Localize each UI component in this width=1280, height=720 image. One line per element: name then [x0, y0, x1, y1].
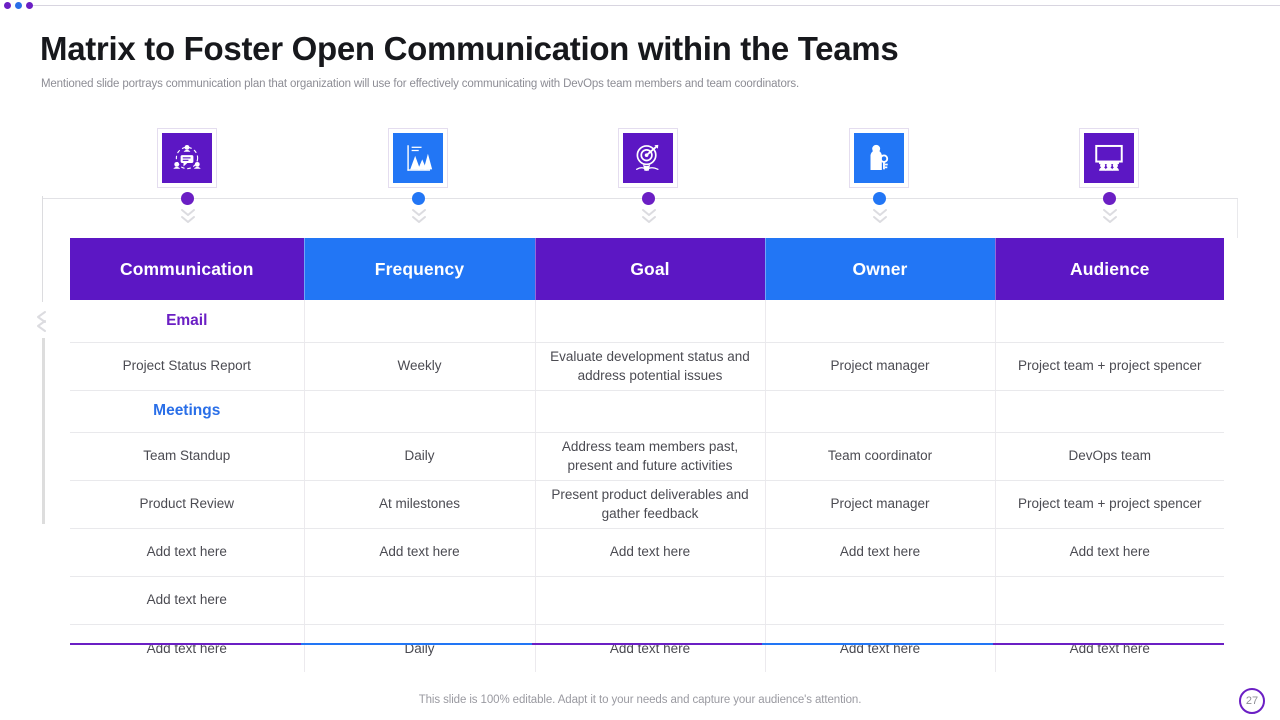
table-section-row: Email	[70, 300, 1224, 343]
window-dot-1	[4, 2, 11, 9]
table-cell[interactable]	[304, 390, 536, 433]
table-cell[interactable]: Add text here	[995, 528, 1224, 577]
left-chevron-icon	[31, 310, 51, 334]
table-cell[interactable]	[535, 390, 766, 433]
table-cell[interactable]: Project Status Report	[70, 342, 305, 391]
connector-node-1	[181, 192, 194, 205]
table-cell[interactable]	[304, 300, 536, 343]
table-cell[interactable]: Add text here	[304, 528, 536, 577]
underline-segment-4	[762, 643, 994, 645]
table-cell[interactable]: DevOps team	[995, 432, 1224, 481]
table-cell[interactable]: Add text here	[535, 528, 766, 577]
chevron-down-icon	[409, 208, 429, 226]
window-dot-3	[26, 2, 33, 9]
table-cell[interactable]: At milestones	[304, 480, 536, 529]
chevron-down-icon	[870, 208, 890, 226]
audience-presentation-icon	[1084, 133, 1134, 183]
section-label[interactable]: Meetings	[70, 390, 305, 433]
table-cell[interactable]: Team Standup	[70, 432, 305, 481]
table-cell[interactable]: Add text here	[70, 624, 305, 672]
table-cell[interactable]: Project team + project spencer	[995, 480, 1224, 529]
table-cell[interactable]: Add text here	[1069, 640, 1150, 656]
table-cell[interactable]: Address team members past, present and f…	[535, 432, 766, 481]
table-cell[interactable]	[995, 390, 1224, 433]
table-row: Add text here	[70, 576, 1224, 625]
icon-card-person-key-owner[interactable]	[849, 128, 909, 188]
top-rule	[30, 5, 1280, 6]
left-rail-top	[42, 196, 43, 302]
page-subtitle: Mentioned slide portrays communication p…	[41, 78, 800, 90]
window-dots	[4, 2, 33, 9]
icon-card-target-goal[interactable]	[618, 128, 678, 188]
table-cell[interactable]: Product Review	[70, 480, 305, 529]
connector-line	[42, 198, 1238, 199]
table-header-audience[interactable]: Audience	[995, 238, 1224, 300]
table-header-frequency[interactable]: Frequency	[304, 238, 536, 300]
page-number-badge: 27	[1239, 688, 1265, 714]
table-cell[interactable]: Present product deliverables and gather …	[535, 480, 766, 529]
table-header-communication[interactable]: Communication	[70, 238, 305, 300]
chevron-down-icon	[639, 208, 659, 226]
table-cell[interactable]	[765, 390, 996, 433]
icon-card-communication-network[interactable]	[157, 128, 217, 188]
target-goal-icon	[623, 133, 673, 183]
table-cell[interactable]	[535, 300, 766, 343]
underline-segment-3	[531, 643, 763, 645]
left-rail-bottom	[42, 338, 45, 524]
underline-segment-5	[993, 643, 1224, 645]
icon-card-bar-chart[interactable]	[388, 128, 448, 188]
table-cell[interactable]: Evaluate development status and address …	[535, 342, 766, 391]
underline-segment-1	[70, 643, 301, 645]
table-cell[interactable]: Add text here	[70, 528, 305, 577]
table-cell[interactable]	[304, 576, 536, 625]
icon-row	[0, 128, 1280, 190]
connector-node-4	[873, 192, 886, 205]
table-cell[interactable]: Project manager	[765, 342, 996, 391]
table-cell[interactable]: Daily	[304, 624, 536, 672]
table-cell[interactable]: Team coordinator	[765, 432, 996, 481]
chevron-down-icon	[178, 208, 198, 226]
table-cell[interactable]	[995, 576, 1224, 625]
table-section-row: Meetings	[70, 390, 1224, 433]
bar-chart-icon	[393, 133, 443, 183]
table-cell[interactable]: Project team + project spencer	[995, 342, 1224, 391]
connector-node-2	[412, 192, 425, 205]
table-underline	[70, 643, 1224, 645]
table-cell[interactable]	[995, 300, 1224, 343]
table-cell[interactable]: Weekly	[304, 342, 536, 391]
table-cell[interactable]	[765, 300, 996, 343]
table-header-owner[interactable]: Owner	[765, 238, 996, 300]
table-cell[interactable]: Project manager	[765, 480, 996, 529]
connector-node-5	[1103, 192, 1116, 205]
window-dot-2	[15, 2, 22, 9]
table-cell[interactable]: Add text here	[70, 576, 305, 625]
chevron-down-icon	[1100, 208, 1120, 226]
section-label[interactable]: Email	[70, 300, 305, 343]
communication-network-icon	[162, 133, 212, 183]
table-cell[interactable]	[765, 576, 996, 625]
table-header-goal[interactable]: Goal	[535, 238, 766, 300]
connector-node-3	[642, 192, 655, 205]
person-key-owner-icon	[854, 133, 904, 183]
table-cell[interactable]: Add text here	[535, 624, 766, 672]
underline-segment-2	[300, 643, 532, 645]
table-cell[interactable]: Add text here	[765, 624, 996, 672]
icon-card-audience-presentation[interactable]	[1079, 128, 1139, 188]
page-title: Matrix to Foster Open Communication with…	[40, 30, 899, 67]
footer-note: This slide is 100% editable. Adapt it to…	[418, 694, 862, 706]
table-cell[interactable]	[535, 576, 766, 625]
table-cell[interactable]: Add text here	[765, 528, 996, 577]
table-cell[interactable]: Daily	[304, 432, 536, 481]
